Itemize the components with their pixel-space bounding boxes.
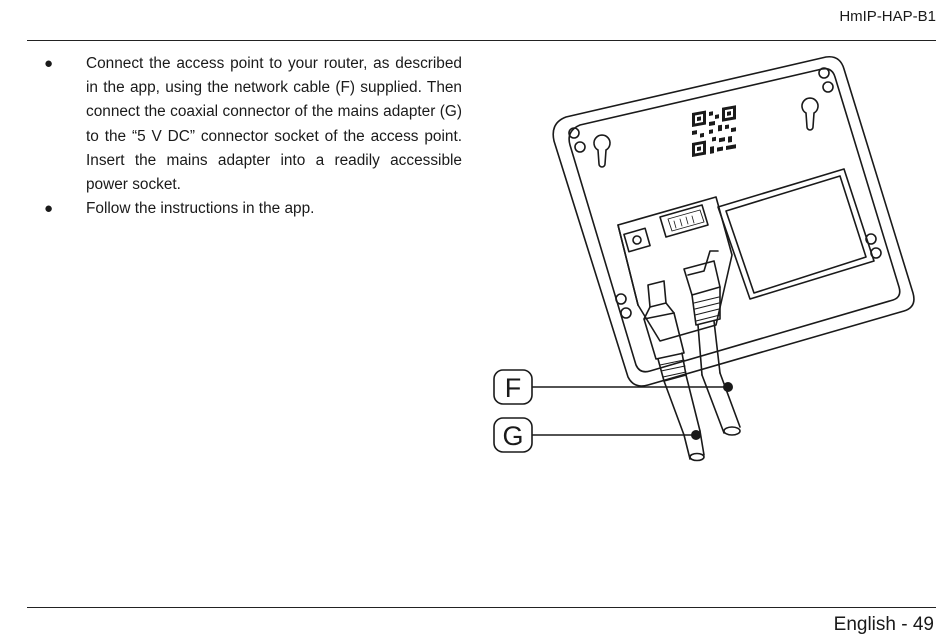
callout-box-f bbox=[493, 369, 533, 405]
qr-code-icon bbox=[692, 105, 736, 157]
screw-hole bbox=[620, 307, 632, 319]
label-recess bbox=[717, 168, 875, 300]
label-recess-inner bbox=[725, 175, 867, 294]
access-point-drawing: F G bbox=[493, 55, 915, 462]
network-cable bbox=[683, 250, 741, 436]
callout-box-g bbox=[493, 417, 533, 453]
instruction-item: ● Connect the access point to your route… bbox=[42, 52, 462, 197]
bullet-icon: ● bbox=[44, 200, 54, 218]
screw-hole bbox=[568, 127, 580, 139]
page-number: English - 49 bbox=[833, 614, 934, 635]
keyhole-mount bbox=[593, 134, 611, 168]
callout-dot-f bbox=[723, 382, 733, 392]
keyhole-mount bbox=[801, 97, 819, 131]
device-outline bbox=[552, 55, 915, 387]
connection-illustration: F G bbox=[488, 55, 938, 475]
callout-label-f: F bbox=[505, 373, 522, 403]
model-code: HmIP-HAP-B1 bbox=[839, 8, 936, 25]
footer-rule bbox=[27, 607, 936, 608]
bullet-icon: ● bbox=[44, 55, 54, 72]
device-inner-rim bbox=[568, 67, 901, 373]
instruction-item: ● Follow the instructions in the app. bbox=[42, 197, 462, 221]
screw-hole bbox=[822, 81, 834, 93]
dc-socket bbox=[623, 227, 651, 253]
instruction-text: Follow the instructions in the app. bbox=[86, 200, 315, 218]
screw-hole bbox=[818, 67, 830, 79]
callout-label-g: G bbox=[502, 421, 523, 451]
screw-hole bbox=[615, 293, 627, 305]
header-rule bbox=[27, 40, 936, 41]
callout-dot-g bbox=[691, 430, 701, 440]
instruction-text: Connect the access point to your router,… bbox=[86, 55, 462, 194]
rj45-socket bbox=[659, 204, 709, 238]
screw-hole bbox=[574, 141, 586, 153]
mains-adapter-cable bbox=[643, 280, 705, 462]
instruction-list: ● Connect the access point to your route… bbox=[42, 52, 462, 221]
